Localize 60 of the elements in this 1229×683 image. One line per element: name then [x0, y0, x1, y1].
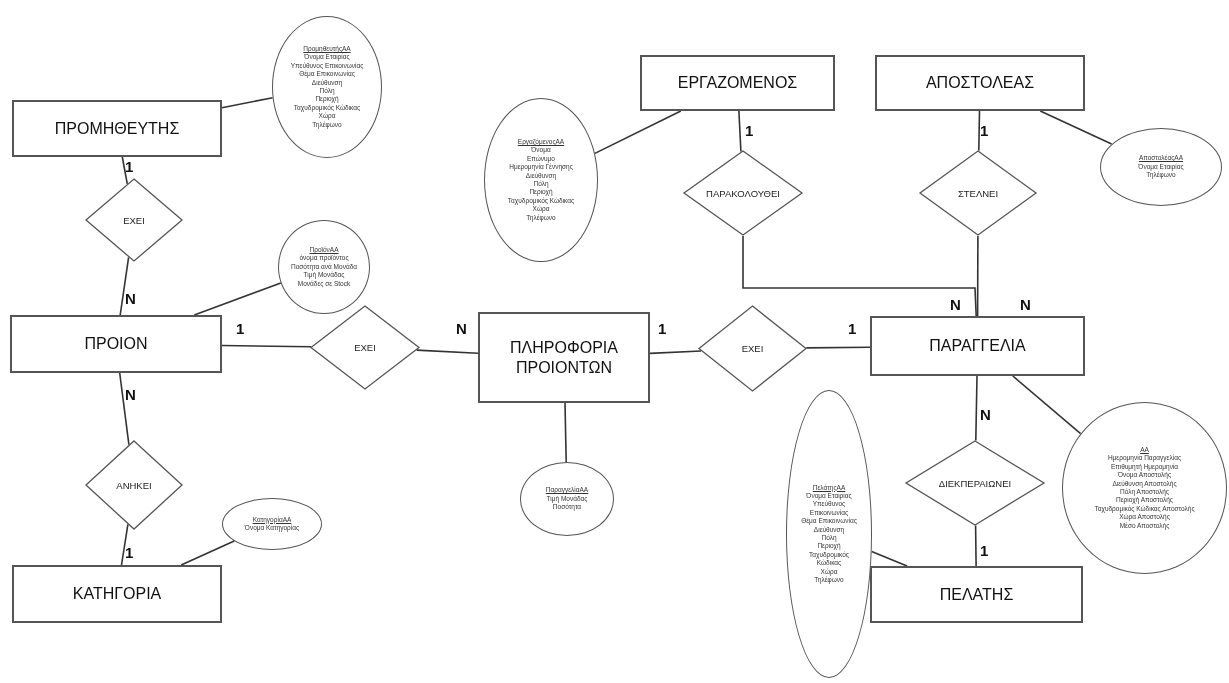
cardinality-label: 1: [125, 544, 134, 561]
entity-name: ΠΡΟΜΗΘΕΥΤΗΣ: [53, 118, 181, 139]
connector-line: [974, 524, 977, 567]
entity-name: ΠΛΗΡΟΦΟΡΙΑ ΠΡΟΙΟΝΤΩΝ: [509, 337, 619, 378]
connector-line: [119, 256, 130, 316]
entity-box: [870, 566, 1083, 623]
entity-box: [870, 316, 1085, 376]
connector-line: [180, 540, 235, 566]
connector-line: [978, 110, 981, 152]
cardinality-label: N: [980, 406, 991, 423]
entity-name: ΠΑΡΑΓΓΕΛΙΑ: [928, 336, 1027, 356]
entity-name: ΚΑΤΗΓΟΡΙΑ: [71, 584, 163, 604]
relationship-name: ΔΙΕΚΠΕΡΑΙΩΝΕΙ: [938, 477, 1012, 489]
connector-line: [121, 156, 129, 185]
entity-name: ΑΠΟΣΤΟΛΕΑΣ: [924, 73, 1036, 93]
connector-line: [193, 282, 282, 316]
entity-name: ΠΕΛΑΤΗΣ: [938, 584, 1015, 605]
relationship-name: ΑΝΗΚΕΙ: [116, 479, 152, 491]
entity-name: ΠΡΟΙΟΝ: [83, 334, 149, 354]
relationship-name: ΕΧΕΙ: [741, 343, 764, 354]
entity-box: [875, 55, 1085, 111]
cardinality-label: N: [1020, 296, 1031, 313]
connector-line: [221, 344, 312, 348]
connector-line: [1012, 375, 1082, 435]
connector-line: [1039, 110, 1113, 145]
cardinality-label: 1: [658, 320, 667, 337]
cardinality-label: 1: [236, 320, 245, 337]
connector-line: [415, 349, 479, 354]
entity-box: [12, 565, 222, 623]
cardinality-label: 1: [980, 122, 989, 139]
attribute-ellipse: [222, 498, 322, 550]
connector-line: [870, 550, 908, 567]
cardinality-label: N: [125, 386, 136, 403]
cardinality-label: 1: [125, 158, 134, 175]
connector-line: [118, 372, 130, 446]
connector-line: [564, 402, 567, 463]
entity-box: [478, 312, 650, 403]
connector-line: [975, 375, 978, 442]
entity-name: ΕΡΓΑΖΟΜΕΝΟΣ: [676, 73, 799, 93]
cardinality-label: N: [950, 296, 961, 313]
cardinality-label: 1: [848, 320, 857, 337]
entity-box: [10, 315, 222, 373]
cardinality-label: N: [125, 290, 136, 307]
connector-line: [805, 346, 871, 349]
connector-line: [649, 350, 702, 355]
connector-line: [594, 110, 682, 155]
cardinality-label: N: [456, 320, 467, 337]
connector-line: [120, 523, 129, 566]
cardinality-label: 1: [980, 542, 989, 559]
relationship-name: ΕΧΕΙ: [123, 214, 145, 226]
cardinality-label: 1: [745, 122, 754, 139]
connector-line: [976, 235, 979, 317]
connector-line: [738, 110, 742, 153]
relationship-name: ΕΧΕΙ: [354, 342, 376, 353]
relationship-name: ΠΑΡΑΚΟΛΟΥΘΕΙ: [706, 187, 780, 199]
connector-line: [221, 96, 274, 109]
relationship-name: ΣΤΕΛΝΕΙ: [957, 187, 999, 199]
connector-line: [742, 235, 977, 317]
entity-box: [640, 55, 835, 111]
entity-box: [12, 100, 222, 157]
